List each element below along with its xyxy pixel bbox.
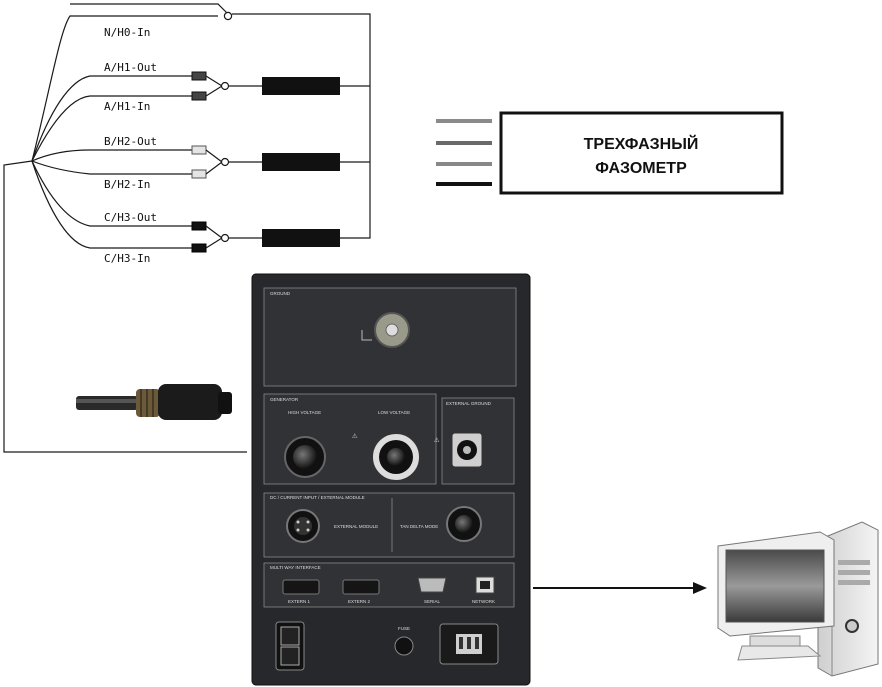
clip-b-in bbox=[191, 169, 207, 179]
object-b bbox=[262, 153, 340, 171]
object-c bbox=[262, 229, 340, 247]
network-label: NETWORK bbox=[472, 599, 495, 604]
wire-c-out bbox=[31, 160, 193, 227]
label-a-in: A/H1-In bbox=[104, 100, 150, 113]
clip-c-out bbox=[191, 221, 207, 231]
fuse-label: FUSE bbox=[398, 626, 410, 631]
serial-port[interactable] bbox=[417, 577, 447, 593]
label-c-out: C/H3-Out bbox=[104, 211, 157, 224]
clip-c-in bbox=[191, 243, 207, 253]
label-a-out: A/H1-Out bbox=[104, 61, 157, 74]
ground-section-title: GROUND bbox=[270, 291, 291, 296]
interface-section-title: MULTI WAY INTERFACE bbox=[270, 565, 321, 570]
clip-a-in bbox=[191, 91, 207, 101]
device-panel: GROUND GENERATOR HIGH VOLTAGE LOW VOLTAG… bbox=[251, 273, 531, 686]
label-b-in: B/H2-In bbox=[104, 178, 150, 191]
cable-harness bbox=[3, 3, 371, 453]
port-2-label: EXTERN 2 bbox=[348, 599, 371, 604]
module-section-title: DC / CURRENT INPUT / EXTERNAL MODULE bbox=[270, 495, 365, 500]
high-voltage-label: HIGH VOLTAGE bbox=[288, 410, 321, 415]
port-2[interactable] bbox=[342, 579, 380, 595]
low-voltage-label: LOW VOLTAGE bbox=[378, 410, 410, 415]
wire-n-in bbox=[31, 15, 218, 162]
phase-meter: ТРЕХФАЗНЫЙ ФАЗОМЕТР bbox=[436, 111, 784, 195]
junction-n bbox=[223, 11, 233, 21]
computer-icon bbox=[717, 521, 879, 677]
fuse-holder[interactable] bbox=[394, 636, 414, 656]
probe-plug-icon bbox=[76, 384, 232, 420]
tan-delta-label: TAN DELTA MODE bbox=[400, 524, 438, 529]
wire-b-in bbox=[31, 160, 193, 175]
wire-a-in bbox=[31, 95, 193, 162]
data-arrow bbox=[533, 582, 707, 594]
return-loop bbox=[232, 13, 371, 239]
wire-labels: N/H0-In A/H1-Out A/H1-In B/H2-Out B/H2-I… bbox=[104, 26, 157, 265]
wire-c-in bbox=[31, 160, 193, 249]
port-1[interactable] bbox=[282, 579, 320, 595]
port-1-label: EXTERN 1 bbox=[288, 599, 311, 604]
label-n-in: N/H0-In bbox=[104, 26, 150, 39]
wire-n-return bbox=[70, 3, 229, 15]
svg-text:⚠: ⚠ bbox=[352, 431, 358, 441]
svg-text:⚠: ⚠ bbox=[434, 435, 440, 445]
object-a bbox=[262, 77, 340, 95]
phase-meter-line1: ТРЕХФАЗНЫЙ bbox=[584, 134, 699, 153]
wire-a-out bbox=[31, 75, 193, 162]
external-module-label: EXTERNAL MODULE bbox=[334, 524, 378, 529]
feed-wire bbox=[3, 160, 247, 453]
label-c-in: C/H3-In bbox=[104, 252, 150, 265]
clip-b-out bbox=[191, 145, 207, 155]
serial-label: SERIAL bbox=[424, 599, 441, 604]
clamps bbox=[191, 11, 340, 253]
phase-meter-box bbox=[499, 111, 784, 195]
phase-meter-line2: ФАЗОМЕТР bbox=[595, 160, 687, 177]
wire-b-out bbox=[31, 149, 193, 162]
generator-section-title: GENERATOR bbox=[270, 397, 299, 402]
external-ground-title: EXTERNAL GROUND bbox=[446, 401, 492, 406]
label-b-out: B/H2-Out bbox=[104, 135, 157, 148]
clip-a-out bbox=[191, 71, 207, 81]
